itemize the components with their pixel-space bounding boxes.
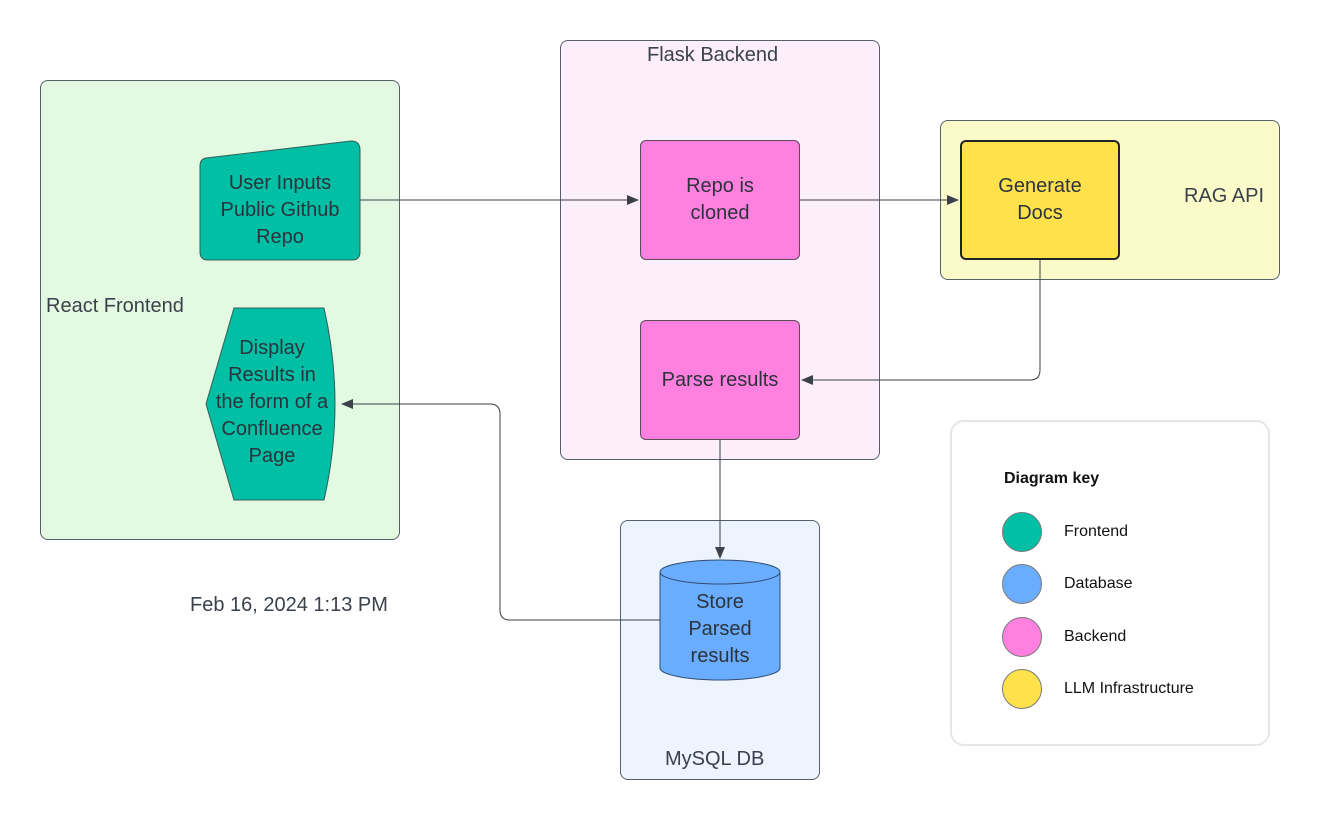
- store-parsed-line: Parsed: [688, 617, 752, 640]
- repo-cloned-line: cloned: [690, 202, 750, 224]
- llm-color-dot: [1002, 669, 1042, 709]
- repo-cloned-line: Repo is: [686, 175, 754, 197]
- store-parsed-line: Store: [696, 590, 744, 613]
- display-results-shape[interactable]: [205, 307, 336, 501]
- legend-item-frontend: Frontend: [1002, 512, 1252, 554]
- parse-results-node[interactable]: Parse results: [640, 320, 800, 440]
- legend-label: Frontend: [1064, 523, 1129, 540]
- user-inputs-line: Public Github: [220, 198, 340, 221]
- legend-label: Backend: [1064, 628, 1127, 645]
- store-parsed-cylinder[interactable]: [659, 559, 781, 681]
- legend-item-database: Database: [1002, 564, 1252, 606]
- edge-generate-to-parse: [801, 260, 1041, 385]
- display-results-line: Results in: [228, 363, 316, 386]
- store-parsed-text: Store Parsed results: [660, 588, 780, 670]
- frontend-color-dot: [1002, 512, 1042, 552]
- legend-label: LLM Infrastructure: [1064, 680, 1194, 697]
- flask-backend-label: Flask Backend: [647, 44, 779, 66]
- legend-label: Database: [1064, 575, 1133, 592]
- mysql-db-label: MySQL DB: [665, 748, 765, 770]
- generate-docs-line: Generate: [998, 175, 1082, 197]
- user-inputs-shape[interactable]: [199, 140, 361, 261]
- display-results-line: Page: [248, 444, 296, 467]
- display-results-line: Confluence: [221, 417, 323, 440]
- edge-store-to-display: [341, 399, 660, 621]
- user-inputs-text: User Inputs Public Github Repo: [200, 160, 360, 260]
- display-results-text: Display Results in the form of a Conflue…: [204, 334, 340, 470]
- database-color-dot: [1002, 564, 1042, 604]
- parse-results-label: Parse results: [661, 368, 779, 391]
- user-inputs-line: Repo: [256, 225, 304, 248]
- diagram-key-title: Diagram key: [1004, 470, 1100, 487]
- timestamp: Feb 16, 2024 1:13 PM: [190, 594, 388, 616]
- display-results-line: Display: [239, 336, 305, 359]
- generate-docs-node[interactable]: Generate Docs: [960, 140, 1120, 260]
- display-results-line: the form of a: [215, 390, 329, 413]
- generate-docs-line: Docs: [1017, 202, 1063, 224]
- legend-item-backend: Backend: [1002, 617, 1252, 659]
- backend-color-dot: [1002, 617, 1042, 657]
- store-parsed-line: results: [690, 644, 750, 667]
- legend-item-llm-infrastructure: LLM Infrastructure: [1002, 669, 1252, 711]
- react-frontend-label: React Frontend: [46, 295, 184, 317]
- repo-cloned-node[interactable]: Repo is cloned: [640, 140, 800, 260]
- user-inputs-line: User Inputs: [228, 171, 332, 194]
- rag-api-label: RAG API: [1184, 185, 1265, 207]
- diagram-key: Diagram key Frontend Database Backend LL…: [950, 420, 1270, 746]
